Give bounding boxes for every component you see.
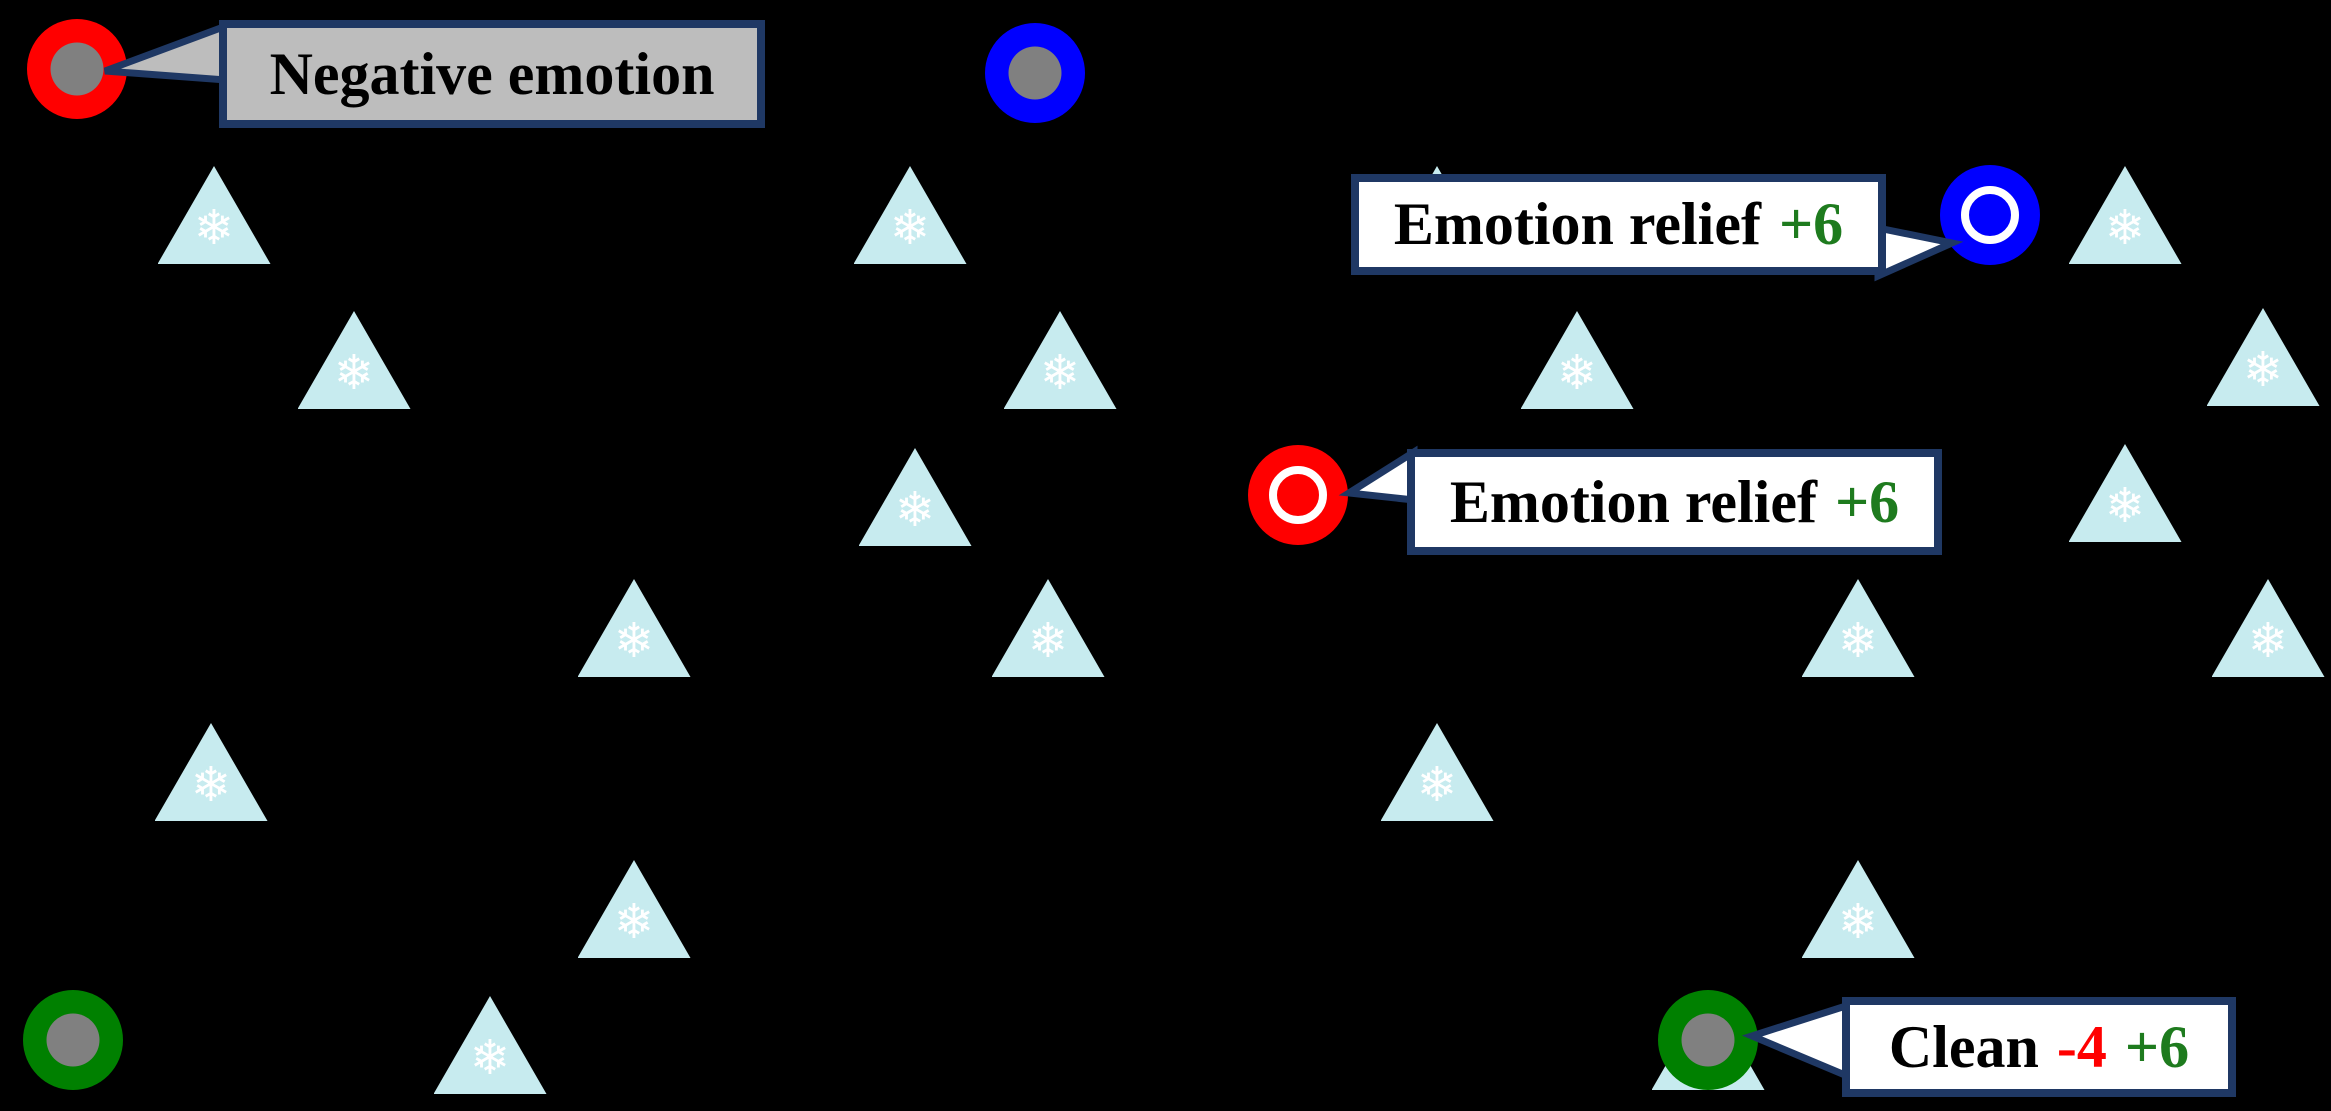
- snowflake-icon: ❄: [613, 612, 655, 669]
- snow-pile: ❄: [858, 448, 972, 546]
- snow-pile: ❄: [297, 311, 411, 409]
- snow-pile: ❄: [1003, 311, 1117, 409]
- agent-relief-blue: [1940, 165, 2040, 265]
- agent-clean-green-right: [1658, 990, 1758, 1090]
- snowflake-icon: ❄: [469, 1029, 511, 1086]
- snowflake-icon: ❄: [2242, 341, 2284, 398]
- agent-core-ring: [1961, 186, 2019, 244]
- snowflake-icon: ❄: [889, 199, 931, 256]
- callout-tail-emotion-relief-middle: [1338, 445, 1418, 504]
- callout-label: Emotion relief: [1393, 191, 1761, 257]
- snowflake-icon: ❄: [613, 893, 655, 950]
- snow-pile: ❄: [577, 579, 691, 677]
- agent-core-gray: [50, 42, 104, 96]
- snowflake-icon: ❄: [1556, 344, 1598, 401]
- agent-core-gray: [1681, 1013, 1735, 1067]
- snowflake-icon: ❄: [1416, 756, 1458, 813]
- callout-tail-emotion-relief-top: [1874, 223, 1964, 282]
- snow-pile: ❄: [1801, 860, 1915, 958]
- snowflake-icon: ❄: [2247, 612, 2289, 669]
- bonus-value: +6: [2124, 1013, 2190, 1080]
- snowflake-icon: ❄: [333, 344, 375, 401]
- callout-clean: Clean -4 +6: [1842, 997, 2236, 1097]
- snowflake-icon: ❄: [2104, 477, 2146, 534]
- agent-relief-red: [1248, 445, 1348, 545]
- agent-negative-red: [27, 19, 127, 119]
- snowflake-icon: ❄: [190, 756, 232, 813]
- callout-label: Negative emotion: [269, 40, 715, 107]
- snow-pile: ❄: [1801, 579, 1915, 677]
- agent-core-ring: [1269, 466, 1327, 524]
- bonus-value: +6: [1778, 191, 1844, 257]
- snowflake-icon: ❄: [894, 481, 936, 538]
- snowflake-icon: ❄: [2104, 199, 2146, 256]
- penalty-value: -4: [2056, 1013, 2107, 1080]
- snow-pile: ❄: [1380, 723, 1494, 821]
- snowflake-icon: ❄: [1837, 612, 1879, 669]
- snow-pile: ❄: [157, 166, 271, 264]
- snowflake-icon: ❄: [1837, 893, 1879, 950]
- snow-pile: ❄: [577, 860, 691, 958]
- snowflake-icon: ❄: [1039, 344, 1081, 401]
- callout-emotion-relief-middle: Emotion relief +6: [1407, 449, 1942, 555]
- callout-negative-emotion: Negative emotion: [219, 20, 765, 128]
- snow-pile: ❄: [2068, 166, 2182, 264]
- snow-pile: ❄: [1520, 311, 1634, 409]
- snow-pile: ❄: [2068, 444, 2182, 542]
- callout-label: Emotion relief: [1449, 468, 1817, 535]
- snow-pile: ❄: [2211, 579, 2325, 677]
- callout-tail-clean: [1741, 999, 1856, 1084]
- snow-pile: ❄: [853, 166, 967, 264]
- agent-core-gray: [46, 1013, 100, 1067]
- snowflake-icon: ❄: [193, 199, 235, 256]
- bonus-value: +6: [1834, 468, 1900, 535]
- snow-pile: ❄: [2206, 308, 2320, 406]
- snow-pile: ❄: [154, 723, 268, 821]
- snowflake-icon: ❄: [1027, 612, 1069, 669]
- snow-pile: ❄: [433, 996, 547, 1094]
- callout-emotion-relief-top: Emotion relief +6: [1351, 174, 1886, 275]
- agent-negative-blue: [985, 23, 1085, 123]
- agent-clean-green-left: [23, 990, 123, 1090]
- callout-label: Clean: [1888, 1013, 2039, 1080]
- agent-core-gray: [1008, 46, 1062, 100]
- snow-pile: ❄: [991, 579, 1105, 677]
